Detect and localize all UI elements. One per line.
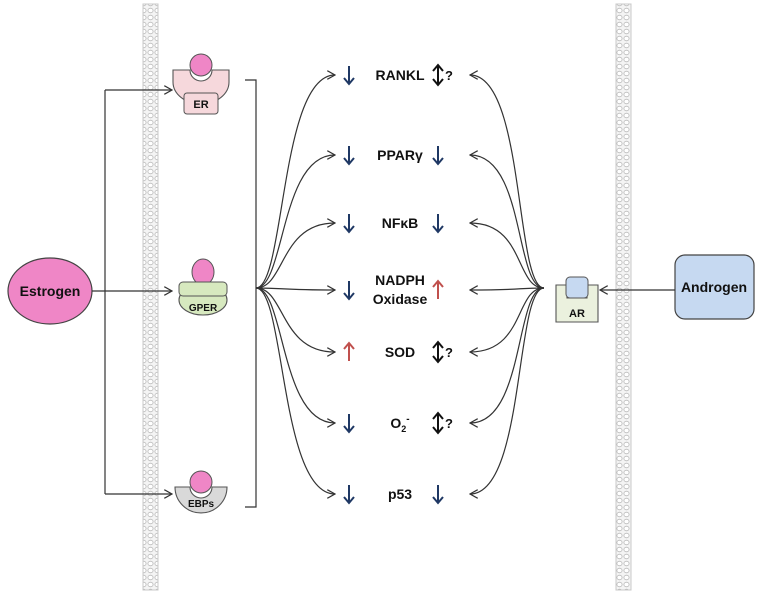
arrow-down-icon [343,214,355,234]
estrogen-arrow-to-target [255,223,335,289]
target-row: RANKL? [343,63,453,87]
estrogen-pathway-arrows [255,75,335,494]
er-label: ER [193,99,208,111]
target-name: NADPH [375,272,425,288]
right-membrane [615,3,632,591]
arrow-up-icon [432,279,444,299]
arrow-both-icon [432,63,444,87]
target-name-line2: Oxidase [373,291,428,307]
target-name: PPARγ [377,147,423,163]
target-row: PPARγ [343,146,444,166]
estrogen-node: Estrogen [7,257,93,325]
er-receptor: ER [172,53,230,115]
arrow-down-icon [343,66,355,86]
target-name-main: p53 [388,486,412,502]
androgen-pathway-arrows [470,75,545,494]
uncertain-mark: ? [445,68,453,83]
arrow-down-icon [343,281,355,301]
target-name: O2- [390,414,409,434]
androgen-arrow-to-target [470,155,545,289]
arrow-down-icon [432,214,444,234]
androgen-arrow-to-target [470,287,545,423]
androgen-arrow-to-target [470,223,545,289]
target-name-main: O [390,415,401,431]
ar-label: AR [569,308,585,320]
left-membrane [142,3,159,591]
target-row: NADPH Oxidase [343,272,444,307]
androgen-arrow-to-target [470,287,545,352]
arrow-down-icon [432,485,444,505]
receptor-bracket [245,79,257,508]
target-row: p53 [343,485,444,505]
uncertain-mark: ? [445,345,453,360]
ebps-label: EBPs [188,499,215,510]
target-name: SOD [385,344,415,360]
target-subscript: 2 [401,424,406,434]
estrogen-to-receptor-arrows [92,90,172,494]
estrogen-arrow-to-target [255,287,335,494]
arrow-down-icon [343,414,355,434]
target-superscript: - [406,414,409,425]
ebps-receptor: EBPs [174,470,228,514]
arrow-down-icon [343,485,355,505]
estrogen-arrow-to-target [255,288,335,290]
target-row: O2-? [343,411,453,435]
estrogen-arrow-to-target [255,155,335,289]
target-name-main: PPARγ [377,147,423,163]
estrogen-arrow-to-target [255,287,335,423]
estrogen-arrow-to-target [255,75,335,289]
gper-receptor: GPER [178,258,228,316]
target-name-main: SOD [385,344,415,360]
ar-receptor: AR [555,276,599,323]
target-name: RANKL [376,67,425,83]
androgen-arrow-to-target [470,287,545,494]
target-name-main: RANKL [376,67,425,83]
arrow-both-icon [432,340,444,364]
arrow-both-icon [432,411,444,435]
arrow-down-icon [343,146,355,166]
arrow-up-icon [343,341,355,361]
estrogen-label: Estrogen [20,283,81,299]
androgen-arrow-to-target [470,288,545,290]
androgen-arrow-to-target [470,75,545,289]
target-name: NFκB [382,215,419,231]
target-row: SOD? [343,340,453,364]
target-name: p53 [388,486,412,502]
gper-label: GPER [189,303,218,314]
arrow-down-icon [432,146,444,166]
uncertain-mark: ? [445,416,453,431]
androgen-label: Androgen [681,279,747,295]
androgen-node: Androgen [674,254,755,320]
target-name-main: NFκB [382,215,419,231]
target-row: NFκB [343,214,444,234]
estrogen-arrow-to-target [255,287,335,352]
